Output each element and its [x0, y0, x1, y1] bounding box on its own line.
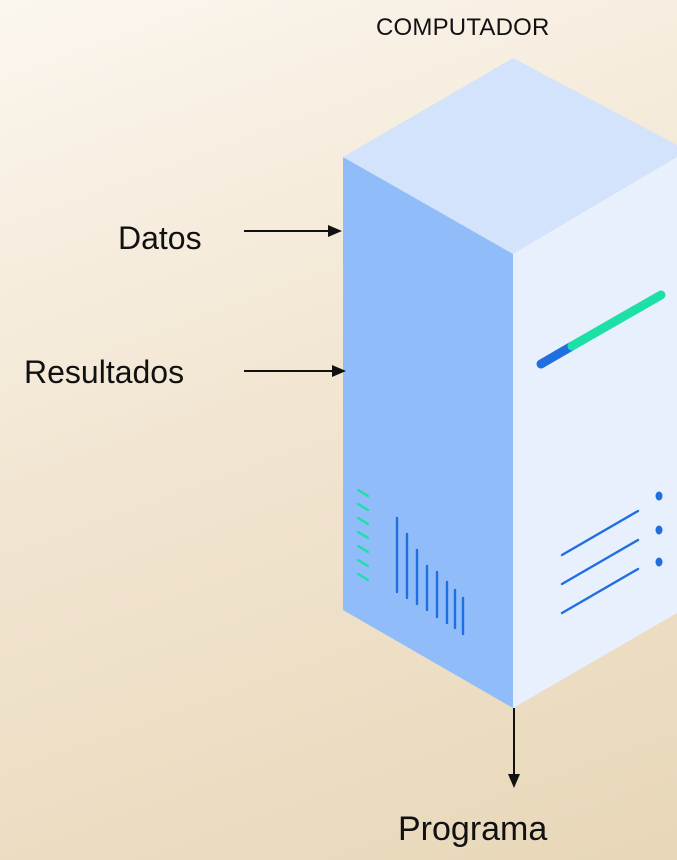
- server-left-face: [343, 157, 513, 708]
- arrow-programa: [508, 708, 520, 788]
- status-bar-blue: [536, 341, 577, 369]
- server-top-face: [343, 58, 677, 254]
- arrow-resultados: [244, 365, 346, 377]
- input-label-datos: Datos: [118, 220, 202, 256]
- diagram-title: COMPUTADOR: [376, 14, 550, 41]
- server-tower-icon: [343, 58, 677, 708]
- right-vent-lines: [560, 509, 640, 615]
- left-vertical-vents: [395, 516, 465, 636]
- left-green-dashes: [356, 488, 370, 582]
- input-label-resultados: Resultados: [24, 354, 185, 390]
- arrow-datos: [244, 225, 342, 237]
- status-bar-green: [567, 290, 666, 351]
- output-label-programa: Programa: [398, 810, 548, 848]
- server-right-face: [513, 157, 677, 708]
- indicator-dots: [655, 491, 663, 567]
